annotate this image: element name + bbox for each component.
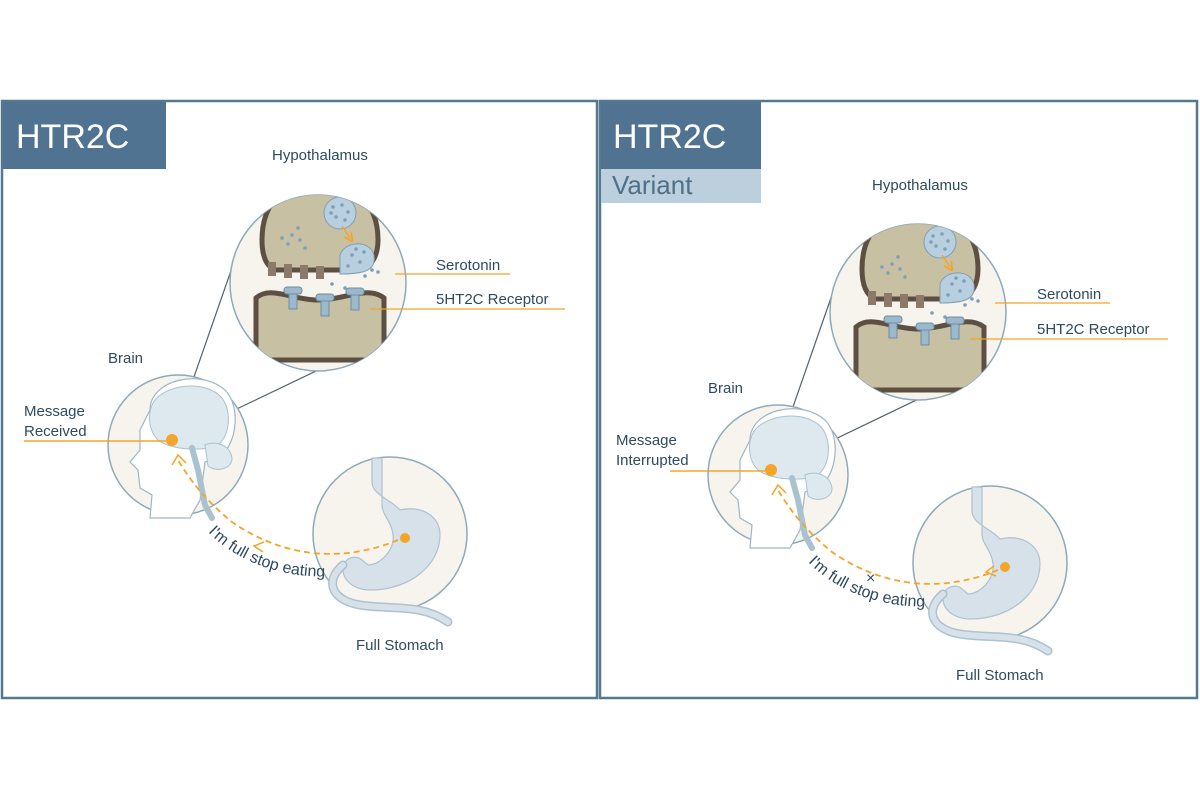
message-label-line1: Message [616,432,677,449]
message-dot [166,434,178,446]
receptor-label: 5HT2C Receptor [436,291,549,308]
receptor-label: 5HT2C Receptor [1037,321,1150,338]
hypothalamus-label: Hypothalamus [272,147,368,164]
panel-frame [2,101,597,698]
panel-title: HTR2C [16,118,129,156]
message-label-line2: Interrupted [616,452,689,469]
message-dot [765,464,777,476]
brain-label: Brain [108,350,143,367]
hypothalamus-label: Hypothalamus [872,177,968,194]
panel-subtitle: Variant [612,170,693,200]
message-label-line1: Message [24,403,85,420]
stomach-signal-dot [400,533,410,543]
serotonin-label: Serotonin [436,257,500,274]
brain-label: Brain [708,380,743,397]
panel-title: HTR2C [613,118,726,156]
stomach-label: Full Stomach [956,667,1044,684]
stomach-signal-dot [1000,562,1010,572]
serotonin-label: Serotonin [1037,286,1101,303]
panel-normal: HTR2C Brain Message Received [2,101,597,698]
stomach-label: Full Stomach [356,637,444,654]
panel-variant: HTR2C Variant Brain Message Interrupted [600,101,1197,698]
message-label-line2: Received [24,423,87,440]
